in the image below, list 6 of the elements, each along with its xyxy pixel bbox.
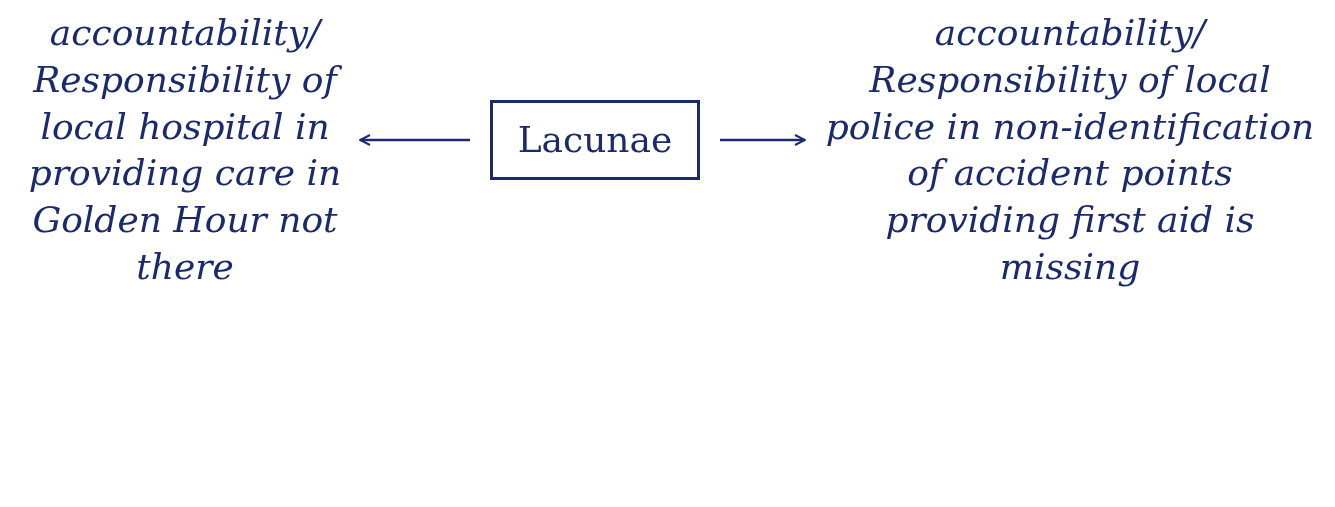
- arrow: [359, 134, 470, 146]
- note-text: accountability/ Responsibility of local hospital in providing care in Golden Hour not there: [27, 11, 343, 289]
- box-label: Lacunae: [517, 117, 673, 162]
- arrow: [720, 134, 806, 146]
- note-text: accountability/ Responsibility of local police in non-identification of accident points providing first aid is missing: [824, 11, 1316, 289]
- process-box: [490, 100, 700, 180]
